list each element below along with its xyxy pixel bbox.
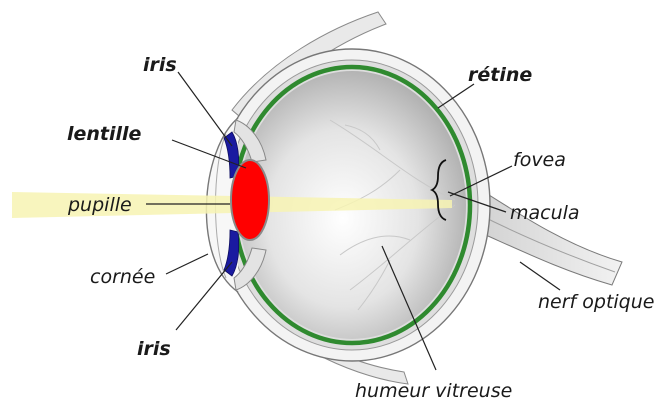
- label-lentille: lentille: [67, 123, 142, 145]
- leader-iris-bottom: [176, 262, 232, 330]
- label-pupille: pupille: [67, 194, 132, 216]
- label-nerf-optique: nerf optique: [538, 291, 654, 313]
- label-humeur-vitreuse: humeur vitreuse: [355, 380, 512, 402]
- label-iris-top: iris: [143, 54, 177, 76]
- label-fovea: fovea: [513, 149, 566, 171]
- leader-nerf-optique: [520, 262, 560, 290]
- label-macula: macula: [510, 202, 580, 224]
- label-iris-bottom: iris: [137, 338, 171, 360]
- label-retine: rétine: [468, 64, 532, 86]
- leader-iris-top: [178, 72, 232, 146]
- lens: [231, 160, 269, 240]
- label-cornee: cornée: [90, 266, 155, 288]
- leader-cornee: [166, 254, 208, 274]
